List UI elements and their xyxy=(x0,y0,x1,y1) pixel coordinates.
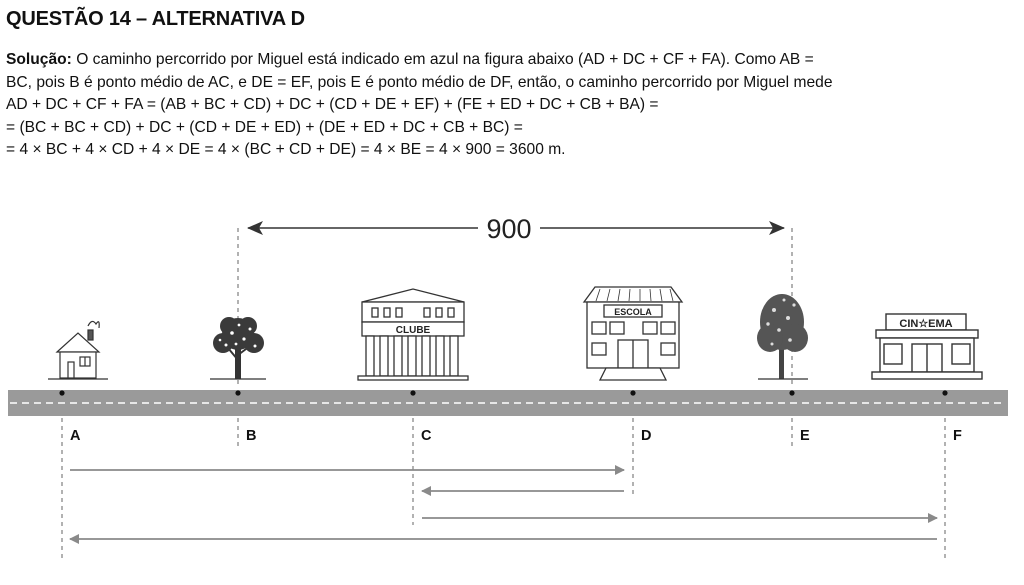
solution-line-4: = (BC + BC + CD) + DC + (CD + DE + ED) +… xyxy=(6,118,523,136)
point-label-d: D xyxy=(641,428,651,444)
solution-line-3: AD + DC + CF + FA = (AB + BC + CD) + DC … xyxy=(6,96,659,113)
point-label-c: C xyxy=(421,428,432,444)
house-icon xyxy=(48,320,108,380)
escola-sign: ESCOLA xyxy=(614,307,652,317)
cinema-building-icon: CIN☆EMA xyxy=(871,313,983,380)
point-marker-e xyxy=(789,390,795,396)
point-label-b: B xyxy=(246,428,256,444)
point-marker-f xyxy=(942,390,948,396)
escola-building-icon: ESCOLA xyxy=(582,286,684,381)
question-heading: QUESTÃO 14 – ALTERNATIVA D xyxy=(6,8,305,30)
clube-sign: CLUBE xyxy=(396,325,431,336)
point-marker-d xyxy=(630,390,636,396)
point-label-e: E xyxy=(800,428,810,444)
solution-line-2: BC, pois B é ponto médio de AC, e DE = E… xyxy=(6,73,833,91)
solution-line-5: = 4 × BC + 4 × CD + 4 × DE = 4 × (BC + C… xyxy=(6,141,566,158)
point-label-a: A xyxy=(70,428,81,444)
clube-building-icon: CLUBE xyxy=(357,288,469,381)
point-marker-b xyxy=(235,390,241,396)
point-label-f: F xyxy=(953,428,962,444)
point-marker-a xyxy=(59,390,65,396)
distance-label: 900 xyxy=(486,214,531,244)
solution-line-1: O caminho percorrido por Miguel está ind… xyxy=(71,51,814,68)
point-marker-c xyxy=(410,390,416,396)
cinema-sign: CIN☆EMA xyxy=(899,318,952,330)
tree-icon-e xyxy=(757,294,808,380)
solution-label: Solução: xyxy=(6,51,72,68)
solution-text: Solução: O caminho percorrido por Miguel… xyxy=(6,49,1020,162)
tree-icon-b xyxy=(210,317,266,380)
